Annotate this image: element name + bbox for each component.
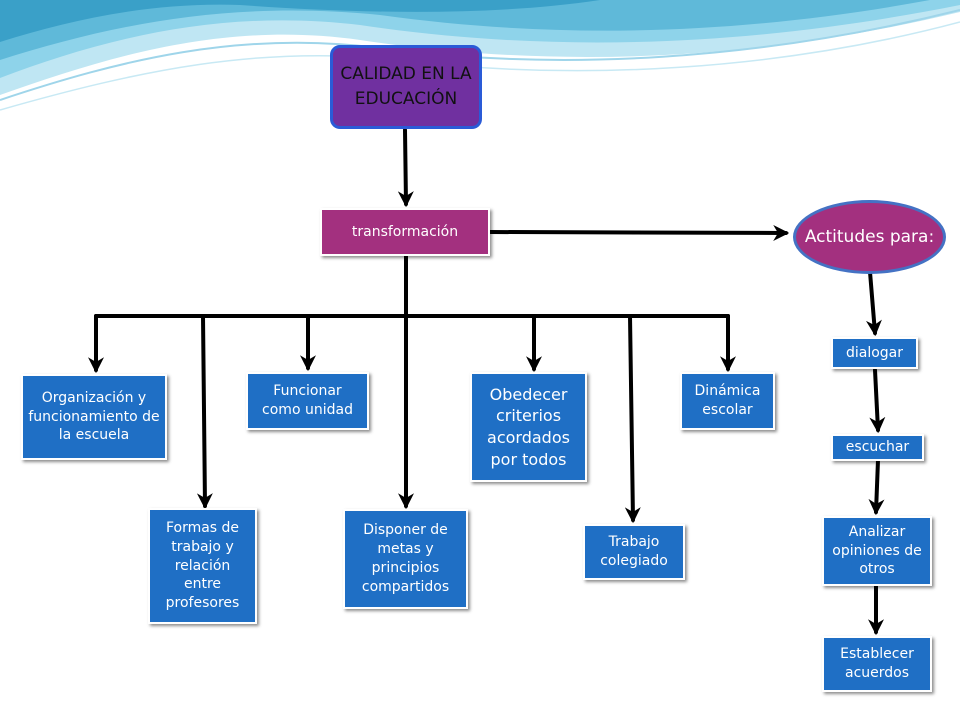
branch-label: Obedecer criterios acordados por todos <box>487 384 570 469</box>
branch-node-dinamica: Dinámica escolar <box>680 372 775 430</box>
branch-node-disponer-metas: Disponer de metas y principios compartid… <box>343 509 468 609</box>
arrow-branch-2 <box>196 314 213 510</box>
attitude-node-establecer: Establecer acuerdos <box>822 636 932 692</box>
attitude-node-analizar: Analizar opiniones de otros <box>822 516 932 586</box>
branch-node-obedecer: Obedecer criterios acordados por todos <box>470 372 587 482</box>
arrow-attitudes-to-dialogar <box>865 270 882 337</box>
branch-label: Funcionar como unidad <box>262 383 353 418</box>
arrow-transformation-to-attitudes <box>488 224 790 241</box>
attitude-label: escuchar <box>845 439 910 456</box>
branch-node-formas-de-trabajo: Formas de trabajo y relación entre profe… <box>148 508 257 624</box>
arrow-root-to-transformation <box>397 128 414 208</box>
arrow-branch-6 <box>624 314 641 524</box>
branch-label: Dinámica escolar <box>694 383 761 418</box>
attitudes-node: Actitudes para: <box>793 200 946 274</box>
attitude-node-dialogar: dialogar <box>831 337 918 369</box>
attitude-label: dialogar <box>845 344 904 361</box>
transformation-label: transformación <box>351 223 459 240</box>
attitude-label: Analizar opiniones de otros <box>832 523 922 578</box>
branch-label: Disponer de metas y principios compartid… <box>361 522 450 595</box>
branch-node-organizacion: Organización y funcionamiento de la escu… <box>21 374 167 460</box>
transformation-node: transformación <box>320 208 490 256</box>
attitude-label: Establecer acuerdos <box>840 646 914 681</box>
attitudes-title-label: Actitudes para: <box>804 226 935 247</box>
branch-label: Formas de trabajo y relación entre profe… <box>165 519 240 612</box>
branch-node-trabajo-colegiado: Trabajo colegiado <box>583 524 685 580</box>
root-node: CALIDAD EN LA EDUCACIÓN <box>330 45 482 129</box>
attitude-node-escuchar: escuchar <box>831 434 924 461</box>
arrow-dialogar-to-escuchar <box>869 368 886 434</box>
branch-node-funcionar: Funcionar como unidad <box>246 372 369 430</box>
root-label: CALIDAD EN LA EDUCACIÓN <box>340 64 472 109</box>
branch-label: Trabajo colegiado <box>600 534 668 569</box>
arrow-escuchar-to-analizar <box>868 458 885 516</box>
branch-label: Organización y funcionamiento de la escu… <box>28 389 160 444</box>
